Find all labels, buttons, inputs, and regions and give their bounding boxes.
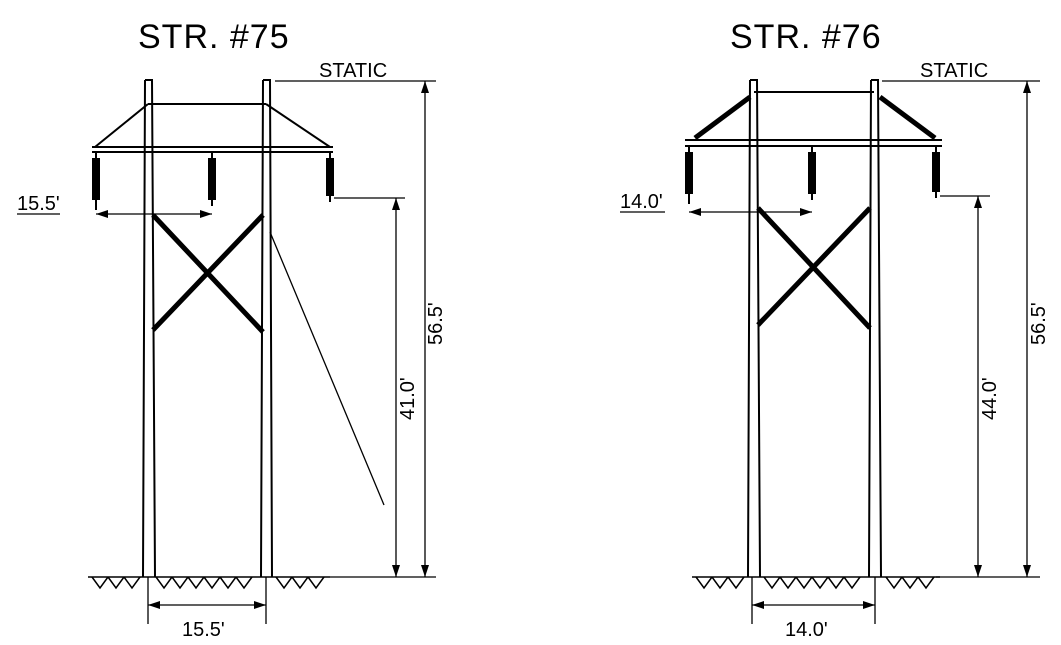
x-brace [756,206,872,330]
insulator-middle [808,146,816,200]
x-brace [151,213,265,334]
pole-left [747,79,761,578]
static-label: STATIC [920,60,988,82]
pole-left [142,79,156,578]
structure-title: STR. #75 [138,18,290,56]
structure-title: STR. #76 [730,18,882,56]
pole-spacing-label: 15.5' [182,619,225,641]
top-brace [94,103,331,148]
ground-hatch [88,576,330,590]
ground-hatch [692,576,940,590]
attach-height-label: 44.0' [979,377,1001,420]
arm-brace-left [693,94,752,141]
arm-brace-right [878,94,937,141]
insulator-left [92,152,100,210]
total-height-label: 56.5' [425,302,447,345]
arm-dim-label: 14.0' [620,191,663,213]
insulator-middle [208,152,216,206]
cross-arm [92,146,333,153]
total-height-label: 56.5' [1028,302,1050,345]
insulator-right [932,146,940,198]
pole-spacing-label: 14.0' [785,619,828,641]
structure-75: STR. #75 [17,18,447,641]
insulator-left [685,146,693,204]
insulator-right [326,152,334,202]
static-label: STATIC [319,60,387,82]
cross-arm [685,139,942,147]
arm-dim-label: 15.5' [17,193,60,215]
attach-height-label: 41.0' [397,377,419,420]
guy-wire [269,231,385,506]
structure-76: STR. #76 [620,18,1050,641]
pole-right [868,79,882,578]
